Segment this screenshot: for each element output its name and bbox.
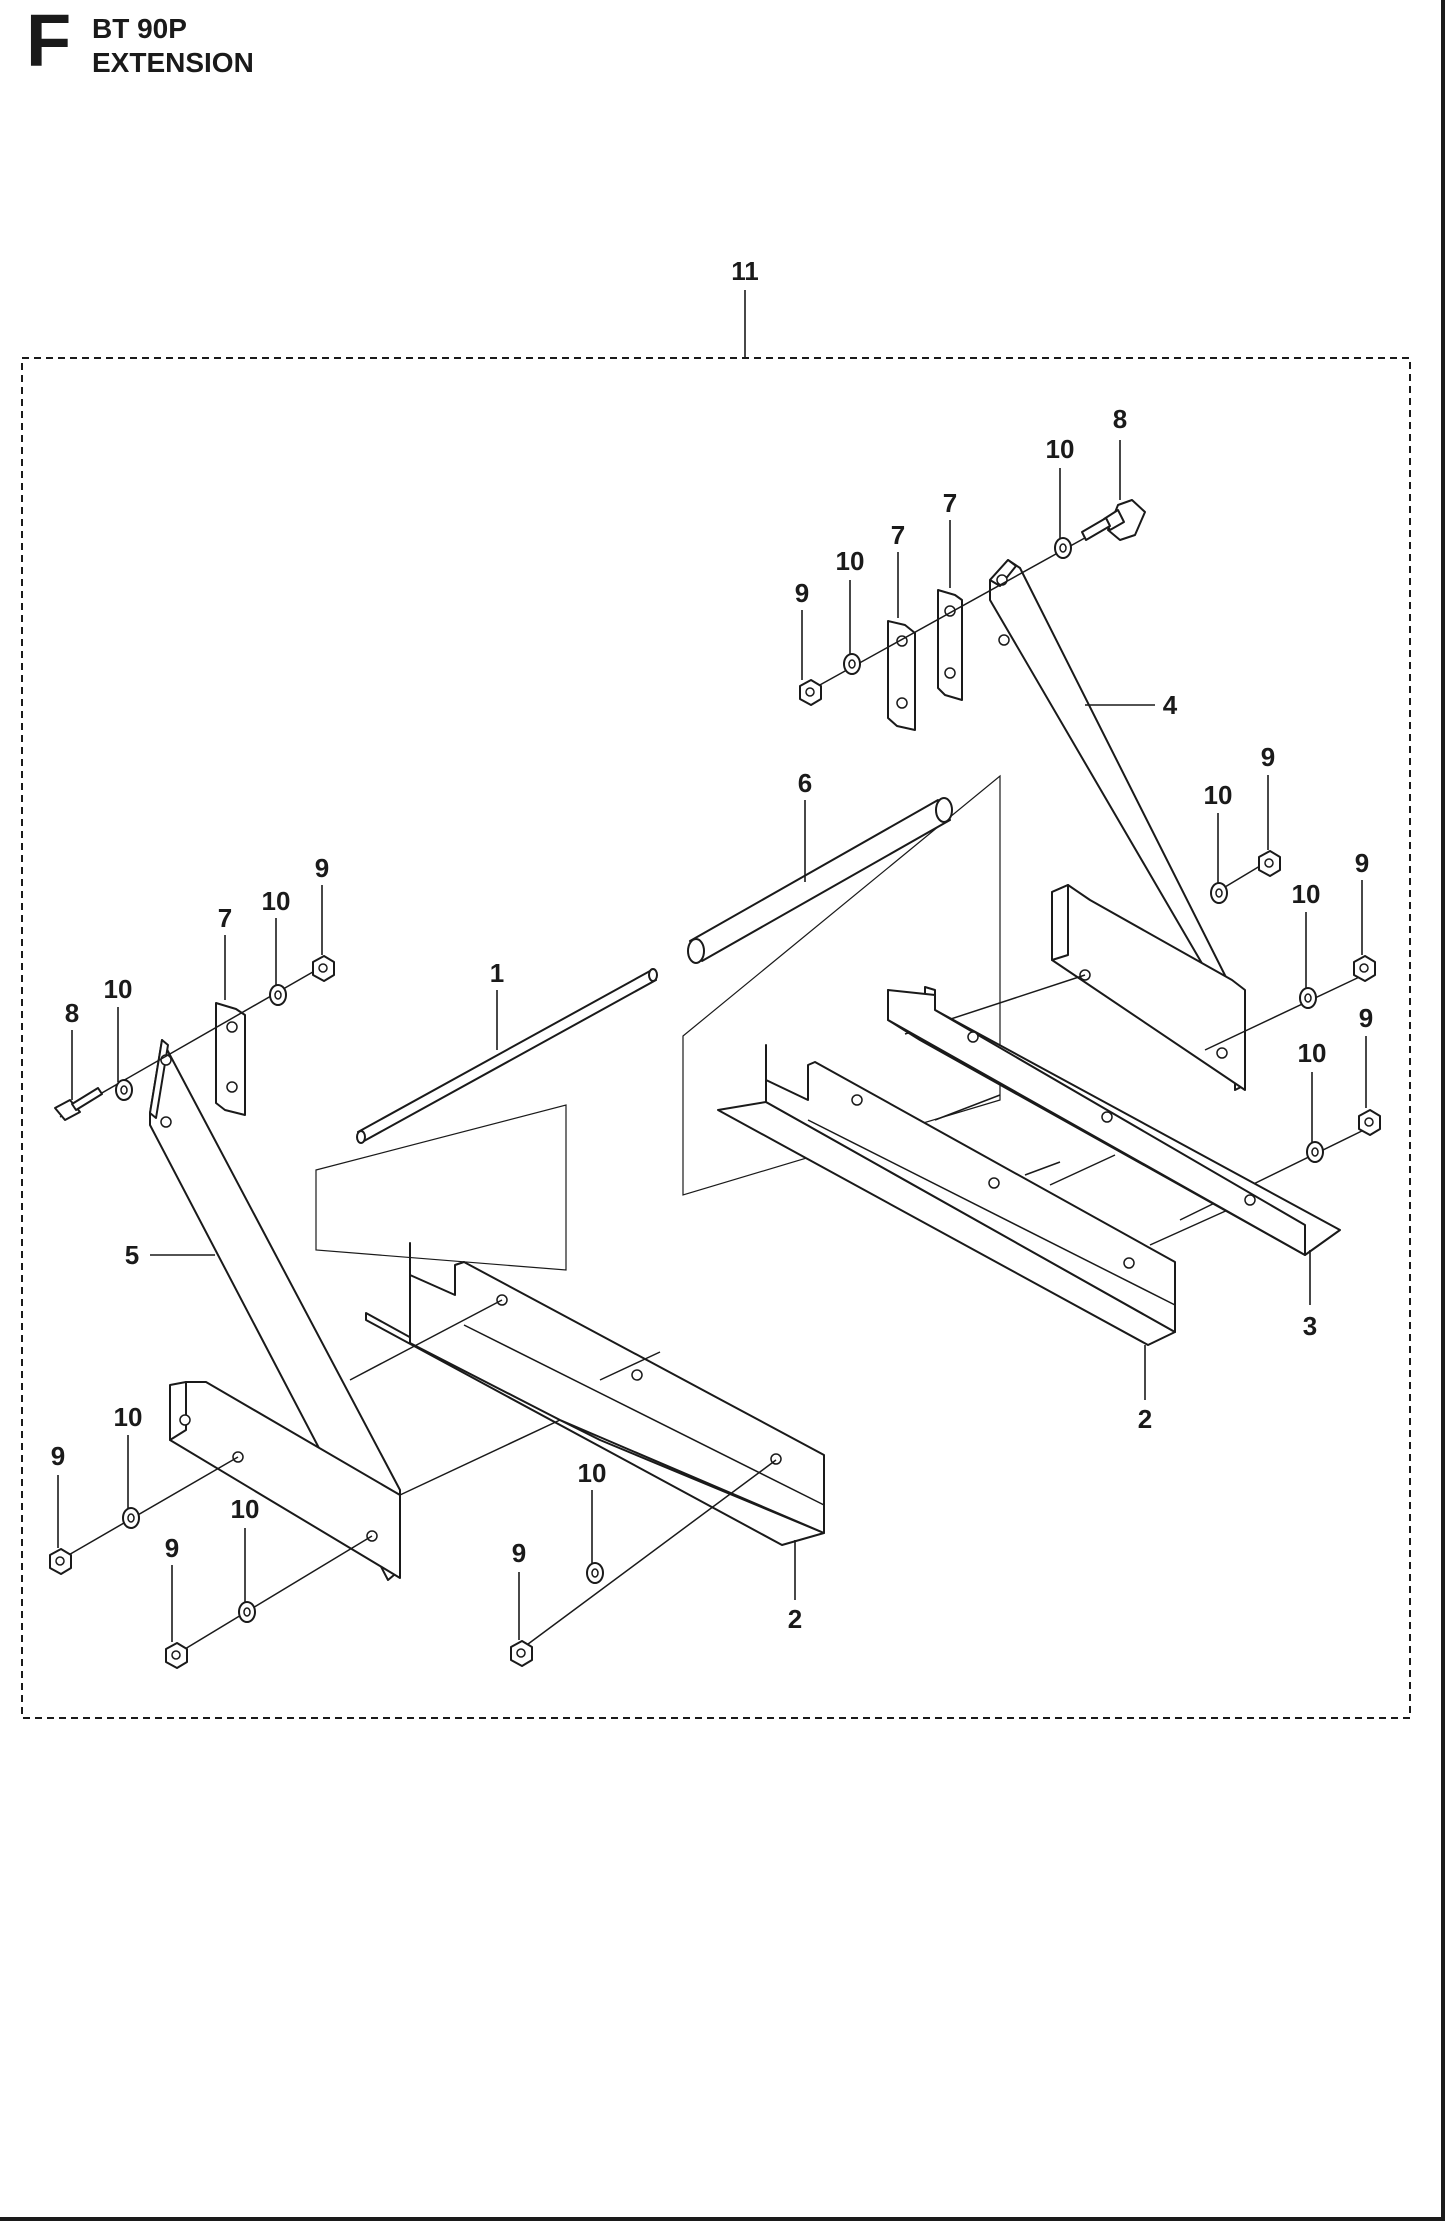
callout-brace-left: 5 xyxy=(125,1240,139,1270)
callout-nut-bottom-left-2: 9 xyxy=(165,1533,179,1563)
model-name: BT 90P xyxy=(92,13,187,44)
callout-nut-right-mid-1: 9 xyxy=(1261,742,1275,772)
callout-bolt-right: 8 xyxy=(1113,404,1127,434)
callout-washer-right-mid-2: 10 xyxy=(1292,879,1321,909)
plate-part-7-right-a xyxy=(887,620,916,731)
callout-rail-right-2: 2 xyxy=(1138,1404,1152,1434)
callout-rail-left: 2 xyxy=(788,1604,802,1634)
assembly-boundary xyxy=(21,357,1411,1719)
callout-washer-bottom-left-2: 10 xyxy=(231,1494,260,1524)
bolt-part-8-right xyxy=(1081,499,1146,541)
callout-brace-right: 4 xyxy=(1163,690,1178,720)
plate-part-7-right-b xyxy=(937,589,963,701)
plate-part-7-left xyxy=(215,1002,246,1116)
callout-nut-right-top: 9 xyxy=(795,578,809,608)
rail-part-2-right xyxy=(717,1044,1176,1346)
title-block: BT 90P EXTENSION xyxy=(92,12,254,80)
callout-plate-left: 7 xyxy=(218,903,232,933)
callout-nut-right-low: 9 xyxy=(1359,1003,1373,1033)
callout-washer-bottom-left-1: 10 xyxy=(114,1402,143,1432)
callout-washer-bottom-center: 10 xyxy=(578,1458,607,1488)
callout-nut-right-mid-2: 9 xyxy=(1355,848,1369,878)
callout-rail-right: 3 xyxy=(1303,1311,1317,1341)
frame-bottom-border xyxy=(0,2217,1445,2221)
callout-washer-left-top: 10 xyxy=(104,974,133,1004)
callout-nut-left-top: 9 xyxy=(315,853,329,883)
bracket-left-bottom xyxy=(169,1381,401,1579)
callout-washer-right-top-1: 10 xyxy=(836,546,865,576)
callout-nut-bottom-left-1: 9 xyxy=(51,1441,65,1471)
callout-washer-right-top-2: 10 xyxy=(1046,434,1075,464)
callout-washer-right-mid-1: 10 xyxy=(1204,780,1233,810)
callout-plate-right-a: 7 xyxy=(891,520,905,550)
rail-part-3 xyxy=(887,986,1341,1256)
callout-washer-left-top-2: 10 xyxy=(262,886,291,916)
callout-bar: 1 xyxy=(490,958,504,988)
callout-plate-right-b: 7 xyxy=(943,488,957,518)
bolt-part-8-left xyxy=(54,1087,103,1121)
bar-part-1 xyxy=(356,968,658,1144)
tube-part-6 xyxy=(687,797,953,964)
callout-assembly: 11 xyxy=(731,256,759,286)
left-panel xyxy=(315,1104,567,1271)
rail-part-2-left xyxy=(365,1242,825,1546)
callout-bolt-left: 8 xyxy=(65,998,79,1028)
bracket-right xyxy=(1051,884,1246,1091)
right-panel xyxy=(682,774,1001,1196)
frame-right-border xyxy=(1441,0,1445,2221)
callout-nut-bottom-center: 9 xyxy=(512,1538,526,1568)
callout-tube: 6 xyxy=(798,768,812,798)
section-letter: F xyxy=(26,0,72,82)
callout-washer-right-low: 10 xyxy=(1298,1038,1327,1068)
page-title: EXTENSION xyxy=(92,47,254,78)
